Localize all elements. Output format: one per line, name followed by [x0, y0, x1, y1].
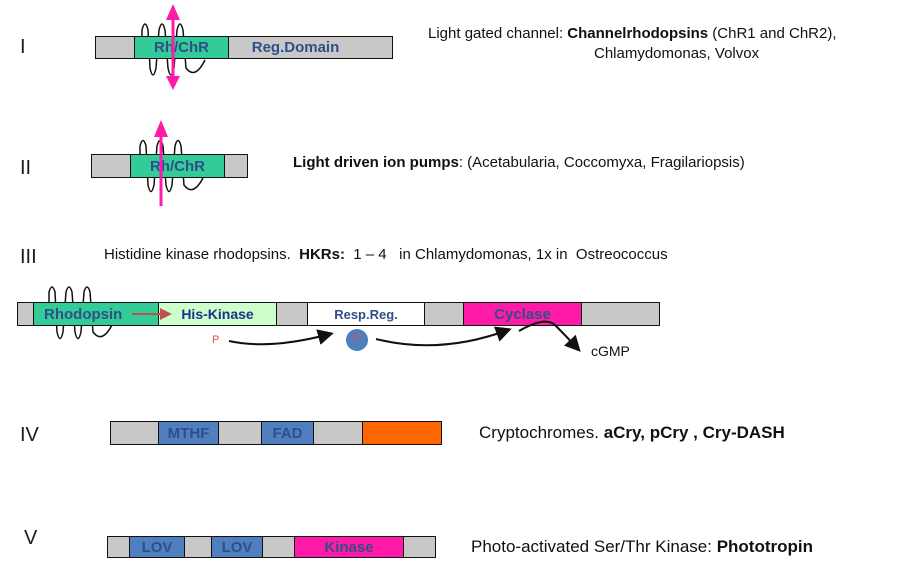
domain-segment-resp-reg: Resp.Reg. [308, 303, 425, 325]
domain-segment-gray [277, 303, 308, 325]
domain-segment-gray [18, 303, 34, 325]
domain-segment-gray [92, 155, 131, 177]
domain-segment-gray [96, 37, 135, 58]
domain-segment-gray [219, 422, 262, 444]
domain-segment-gray [225, 155, 247, 177]
domain-segment-reg-domain: Reg.Domain [229, 37, 392, 58]
cgmp-label: cGMP [591, 343, 630, 359]
description-row-v: Photo-activated Ser/Thr Kinase: Phototro… [471, 537, 813, 557]
domain-segment-mthf: MTHF [159, 422, 219, 444]
desc-bold: Light driven ion pumps [293, 154, 459, 171]
phosphate-label-free: P [212, 334, 220, 346]
ion-flow-arrow-row-i [166, 4, 180, 90]
desc-text: Light gated channel: [428, 25, 568, 42]
phospho-transfer-arrow-2 [375, 326, 512, 347]
domain-segment-rh-chr: Rh/ChR [135, 37, 229, 58]
desc-text: Photo-activated Ser/Thr Kinase: [471, 537, 717, 556]
domain-segment-rhodopsin: Rhodopsin [34, 303, 159, 325]
desc-bold: Channelrhodopsins [567, 25, 709, 42]
phosphate-label-bound: P [353, 333, 361, 345]
domain-segment-gray [425, 303, 464, 325]
domain-segment-gray [263, 537, 295, 557]
desc-bold: HKRs: [299, 246, 345, 263]
domain-segment-rh-chr: Rh/ChR [131, 155, 225, 177]
domain-segment-his-kinase: His-Kinase [159, 303, 277, 325]
description-row-i-line2: Chlamydomonas, Volvox [594, 45, 760, 62]
domain-bar-row-iii: Rhodopsin His-Kinase Resp.Reg. Cyclase [17, 302, 660, 326]
cgmp-production-arrow [518, 320, 581, 352]
domain-segment-kinase: Kinase [295, 537, 404, 557]
desc-text: 1 – 4 in Chlamydomonas, 1x in Ostreococc… [344, 246, 668, 263]
domain-segment-gray [108, 537, 130, 557]
domain-segment-gray [111, 422, 159, 444]
domain-segment-gray [582, 303, 659, 325]
domain-segment-gray [185, 537, 212, 557]
description-row-ii: Light driven ion pumps: (Acetabularia, C… [293, 154, 745, 171]
transmembrane-helix-row-ii [139, 139, 204, 193]
domain-bar-row-ii: Rh/ChR [91, 154, 248, 178]
ion-pump-arrow-row-ii [154, 120, 168, 206]
row-label-iv: IV [20, 424, 39, 446]
domain-segment-orange [363, 422, 441, 444]
domain-bar-row-iv: MTHF FAD [110, 421, 442, 445]
description-row-iv: Cryptochromes. aCry, pCry , Cry-DASH [479, 423, 785, 443]
desc-text: Cryptochromes. [479, 423, 604, 442]
desc-text: (ChR1 and ChR2), [708, 25, 837, 42]
domain-bar-row-i: Rh/ChR Reg.Domain [95, 36, 393, 59]
domain-segment-gray [314, 422, 363, 444]
transmembrane-helix-row-iii [48, 286, 113, 340]
desc-text: : (Acetabularia, Coccomyxa, Fragilariops… [458, 154, 745, 171]
row-label-v: V [24, 527, 38, 549]
domain-segment-fad: FAD [262, 422, 314, 444]
row-label-iii: III [20, 246, 37, 268]
domain-segment-gray [404, 537, 435, 557]
description-row-iii: Histidine kinase rhodopsins. HKRs: 1 – 4… [104, 246, 668, 263]
phosphate-circle [346, 329, 368, 351]
domain-segment-lov-2: LOV [212, 537, 263, 557]
domain-segment-cyclase: Cyclase [464, 303, 582, 325]
desc-bold: Phototropin [716, 537, 813, 556]
row-label-i: I [20, 36, 26, 58]
desc-bold: aCry, pCry , Cry-DASH [603, 423, 785, 442]
desc-text: Histidine kinase rhodopsins. [104, 246, 300, 263]
phospho-transfer-arrow-1 [228, 329, 334, 346]
domain-segment-lov-1: LOV [130, 537, 185, 557]
domain-bar-row-v: LOV LOV Kinase [107, 536, 436, 558]
row-label-ii: II [20, 157, 32, 179]
description-row-i-line1: Light gated channel: Channelrhodopsins (… [428, 25, 837, 42]
transmembrane-helix-row-i [141, 23, 206, 76]
